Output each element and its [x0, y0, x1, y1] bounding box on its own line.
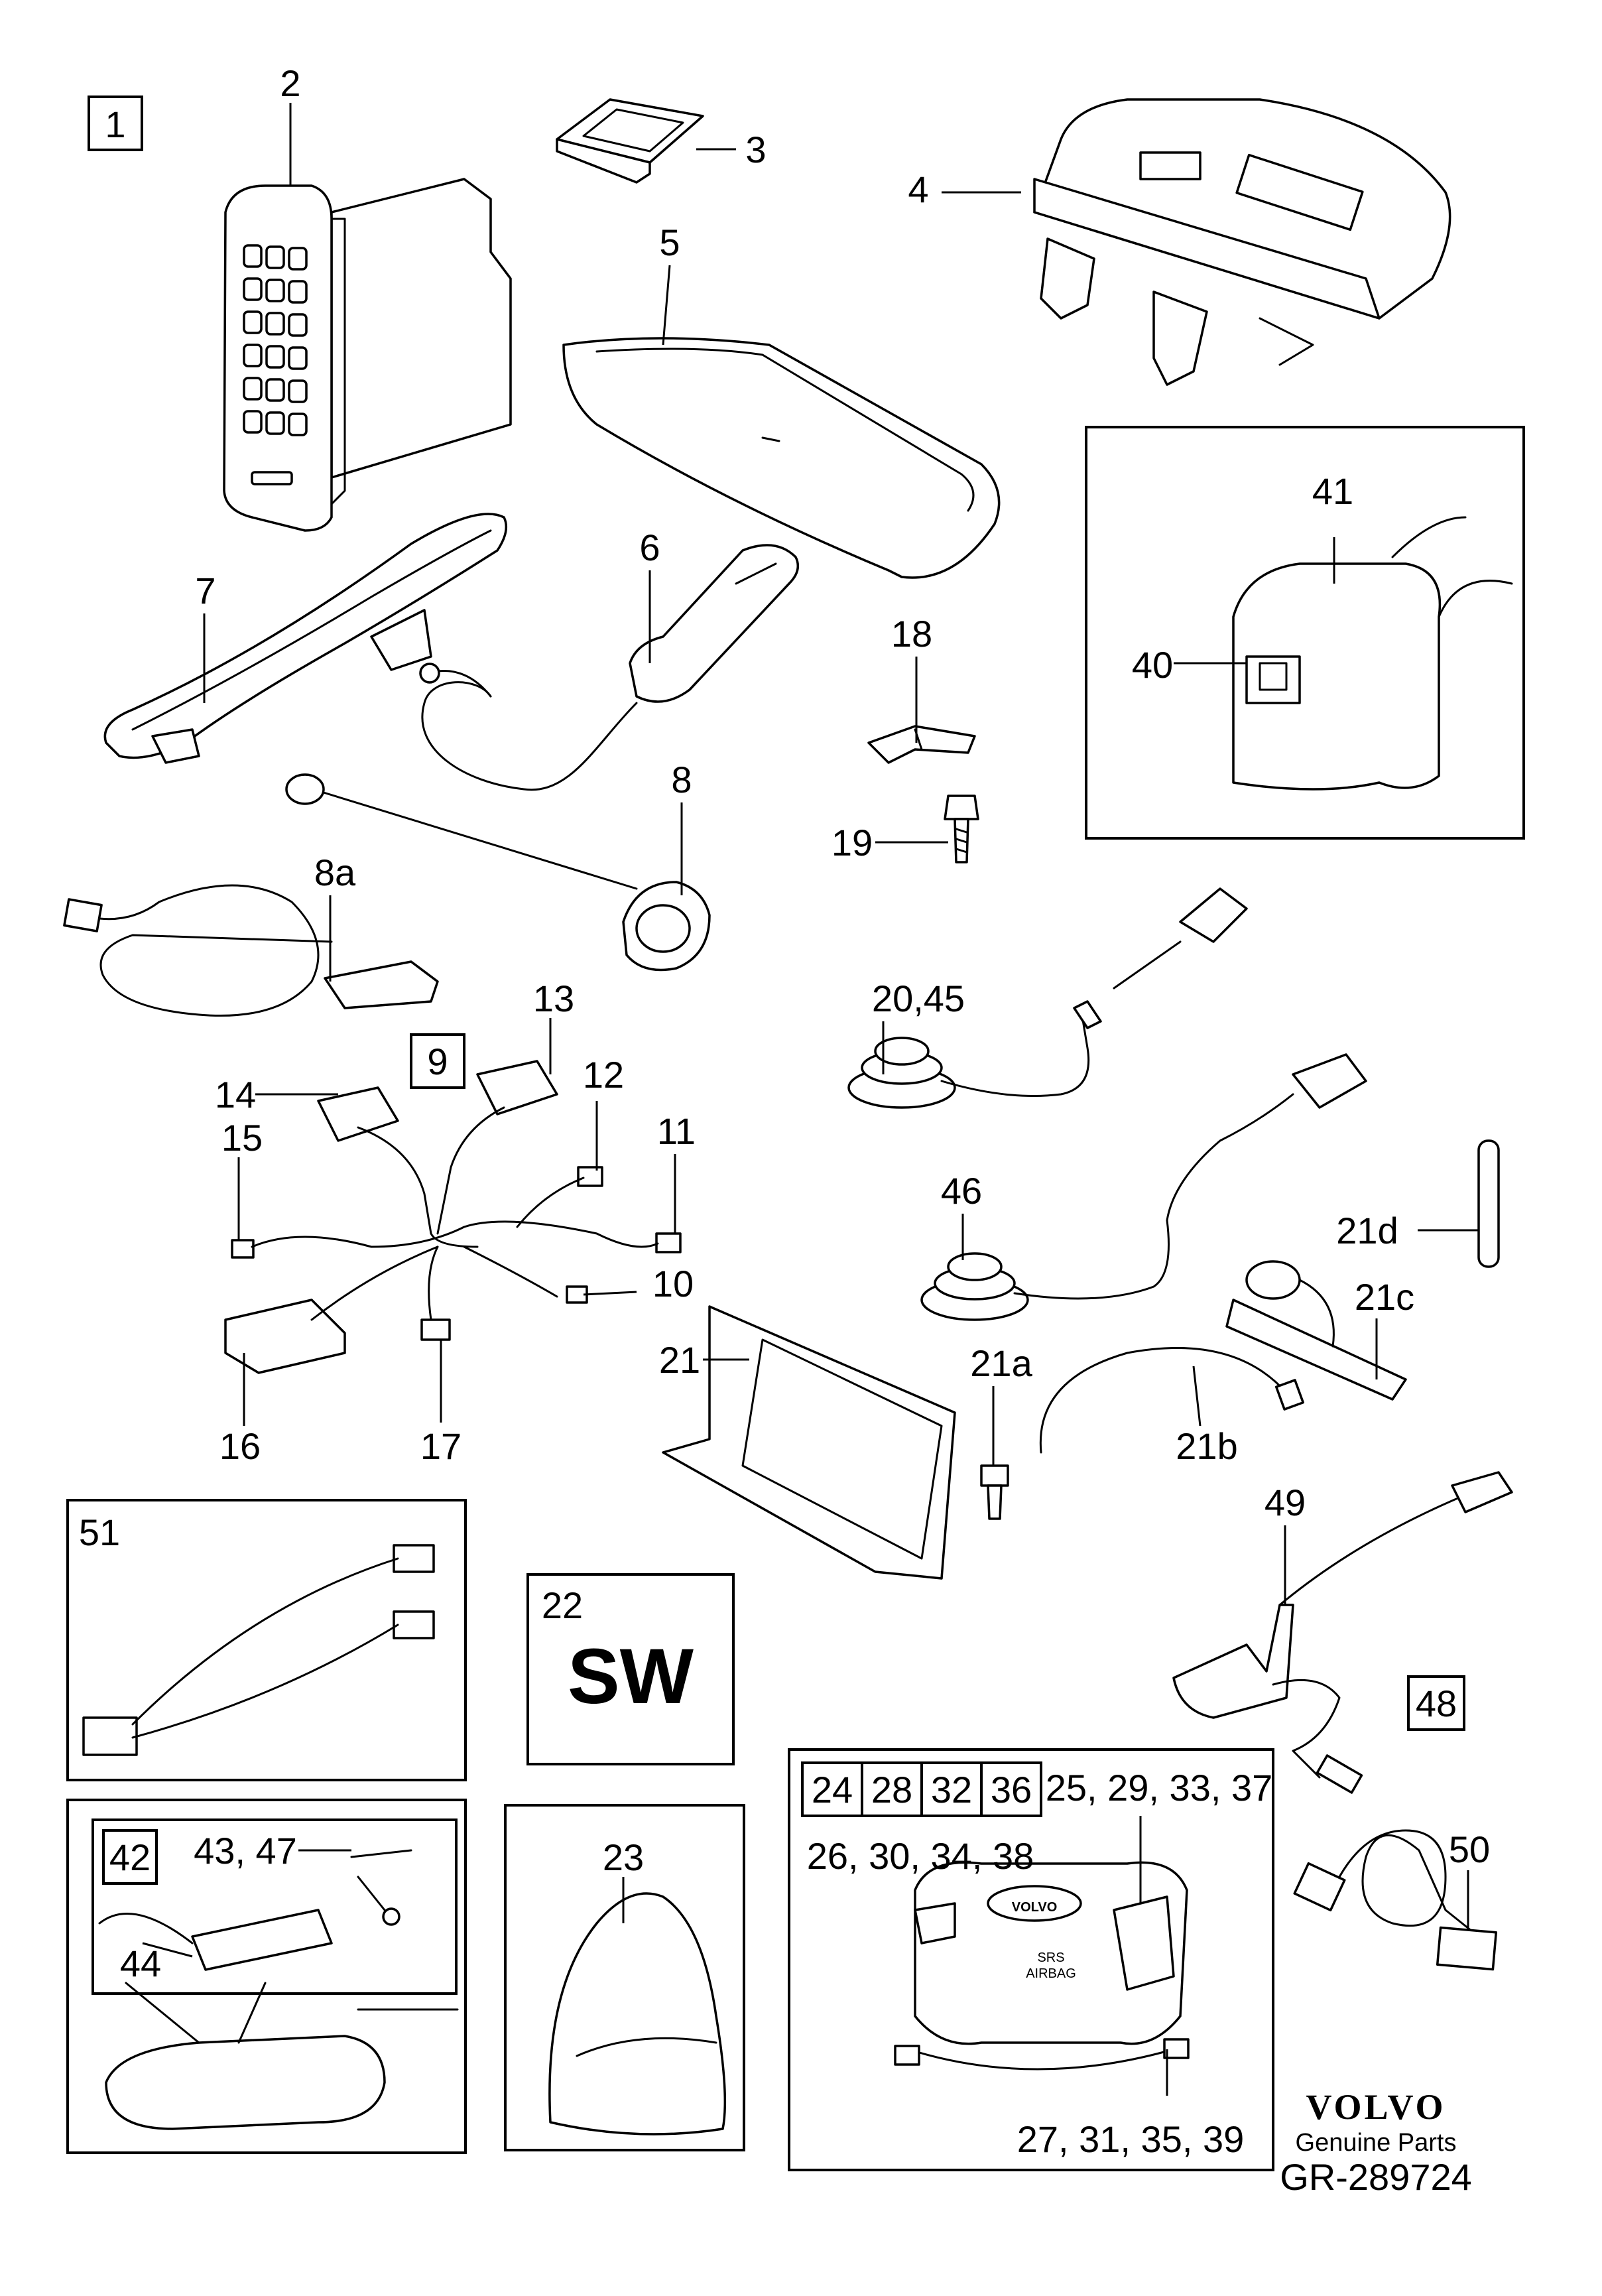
callout-22: 22	[542, 1584, 583, 1626]
part-8-microphone	[285, 773, 711, 972]
part-49-antenna	[1172, 1471, 1513, 1794]
callout-50: 50	[1449, 1828, 1490, 1870]
group-box-1	[88, 96, 143, 151]
group-box-9	[410, 1033, 465, 1089]
callout-2: 2	[280, 62, 300, 104]
part-8a-cable	[63, 884, 439, 1017]
callout-23: 23	[603, 1836, 644, 1878]
callout-21d: 21d	[1336, 1210, 1398, 1251]
callout-11: 11	[657, 1110, 696, 1152]
callout-44: 44	[120, 1943, 161, 1984]
callout-21: 21	[659, 1339, 700, 1381]
part-23-cushion	[548, 1892, 727, 2136]
airbag-text-airbag: AIRBAG	[1026, 1966, 1076, 1981]
group-label-9: 9	[427, 1041, 448, 1082]
airbag-text-srs: SRS	[1037, 1950, 1064, 1965]
part-21c-clip	[1225, 1260, 1407, 1401]
inset-box-armrest	[1085, 426, 1525, 840]
part-9-harness	[224, 1060, 682, 1374]
part-18-clip	[867, 725, 976, 764]
callout-17: 17	[420, 1425, 462, 1467]
callout-7: 7	[195, 570, 216, 611]
part-3-small-tray	[556, 98, 704, 184]
callout-6: 6	[639, 527, 660, 568]
group-label-48: 48	[1416, 1683, 1457, 1724]
part-46-grommet	[920, 1053, 1367, 1321]
callout-14: 14	[215, 1074, 256, 1116]
callout-21a: 21a	[970, 1342, 1032, 1384]
callout-21b: 21b	[1176, 1425, 1237, 1467]
callout-12: 12	[583, 1054, 624, 1096]
part-4-bracket-holder	[1033, 98, 1451, 386]
part-50-cable	[1293, 1829, 1498, 1971]
group-label-42: 42	[109, 1836, 151, 1878]
airbag-label-36: 36	[991, 1769, 1032, 1811]
callout-4: 4	[908, 168, 928, 210]
callout-25-29-33-37: 25, 29, 33, 37	[1046, 1767, 1273, 1809]
leader-lines	[142, 103, 1479, 2096]
sw-label: SW	[568, 1633, 694, 1720]
callout-10: 10	[652, 1263, 694, 1305]
group-box-42	[102, 1829, 158, 1885]
airbag-pad: VOLVO SRS AIRBAG	[894, 1861, 1190, 2071]
callout-41: 41	[1312, 470, 1353, 512]
part-21a-screw	[980, 1464, 1009, 1520]
inset-box-mirror	[66, 1799, 467, 2154]
group-label-1: 1	[105, 103, 125, 145]
airbag-label-32: 32	[931, 1769, 972, 1811]
genuine-parts-text: Genuine Parts	[1296, 2129, 1457, 2157]
callout-51: 51	[79, 1511, 120, 1553]
part-43-44-mirror-module	[98, 1849, 412, 1971]
callout-8: 8	[671, 759, 692, 800]
inset-box-51	[66, 1499, 467, 1781]
part-19-screw	[944, 795, 979, 863]
inset-box-airbag	[788, 1748, 1274, 2171]
inset-box-22	[526, 1573, 735, 1765]
part-51-cable	[82, 1544, 435, 1756]
part-21-panel	[662, 1305, 956, 1580]
part-5-tray	[562, 337, 1001, 579]
callouts: 2 3 4 5 6 7 18 19 8 8a 13 14 12 11 15 10…	[79, 62, 1490, 2160]
airbag-box-36	[980, 1761, 1042, 1817]
volvo-brand: VOLVO	[1306, 2087, 1446, 2127]
rear-view-mirror	[105, 1982, 459, 2130]
part-20-grommet	[847, 887, 1248, 1109]
callout-27-31-35-39: 27, 31, 35, 39	[1017, 2118, 1245, 2160]
callout-21c: 21c	[1355, 1276, 1414, 1318]
callout-16: 16	[219, 1425, 261, 1467]
callout-18: 18	[891, 613, 932, 655]
part-21b-cable-tie	[1039, 1347, 1305, 1454]
part-6-handset	[419, 544, 800, 791]
part-2-keypad-module	[223, 178, 512, 532]
airbag-label-28: 28	[871, 1769, 912, 1811]
brand-block: VOLVO Genuine Parts GR-289724	[1280, 2087, 1472, 2198]
callout-15: 15	[221, 1117, 263, 1159]
group-box-48	[1407, 1675, 1465, 1731]
inset-box-23	[504, 1804, 745, 2151]
part-7-handle-rail	[103, 513, 508, 764]
airbag-label-24: 24	[812, 1769, 853, 1811]
callout-13: 13	[533, 978, 574, 1019]
wheel-logo: VOLVO	[1012, 1900, 1058, 1915]
callout-46: 46	[941, 1170, 982, 1212]
inset-box-42	[92, 1818, 458, 1995]
callout-19: 19	[832, 822, 873, 863]
callout-8a: 8a	[314, 852, 356, 893]
figure-ref: GR-289724	[1280, 2156, 1472, 2198]
callout-3: 3	[745, 129, 766, 170]
part-21d-pin	[1477, 1139, 1500, 1268]
part-40-41-armrest	[1232, 516, 1513, 791]
callout-43-47: 43, 47	[194, 1830, 297, 1872]
callout-5: 5	[659, 222, 680, 263]
callout-40: 40	[1132, 644, 1173, 686]
callout-26-30-34-38: 26, 30, 34, 38	[807, 1835, 1034, 1877]
callout-49: 49	[1264, 1482, 1306, 1523]
callout-20-45: 20,45	[872, 978, 965, 1019]
